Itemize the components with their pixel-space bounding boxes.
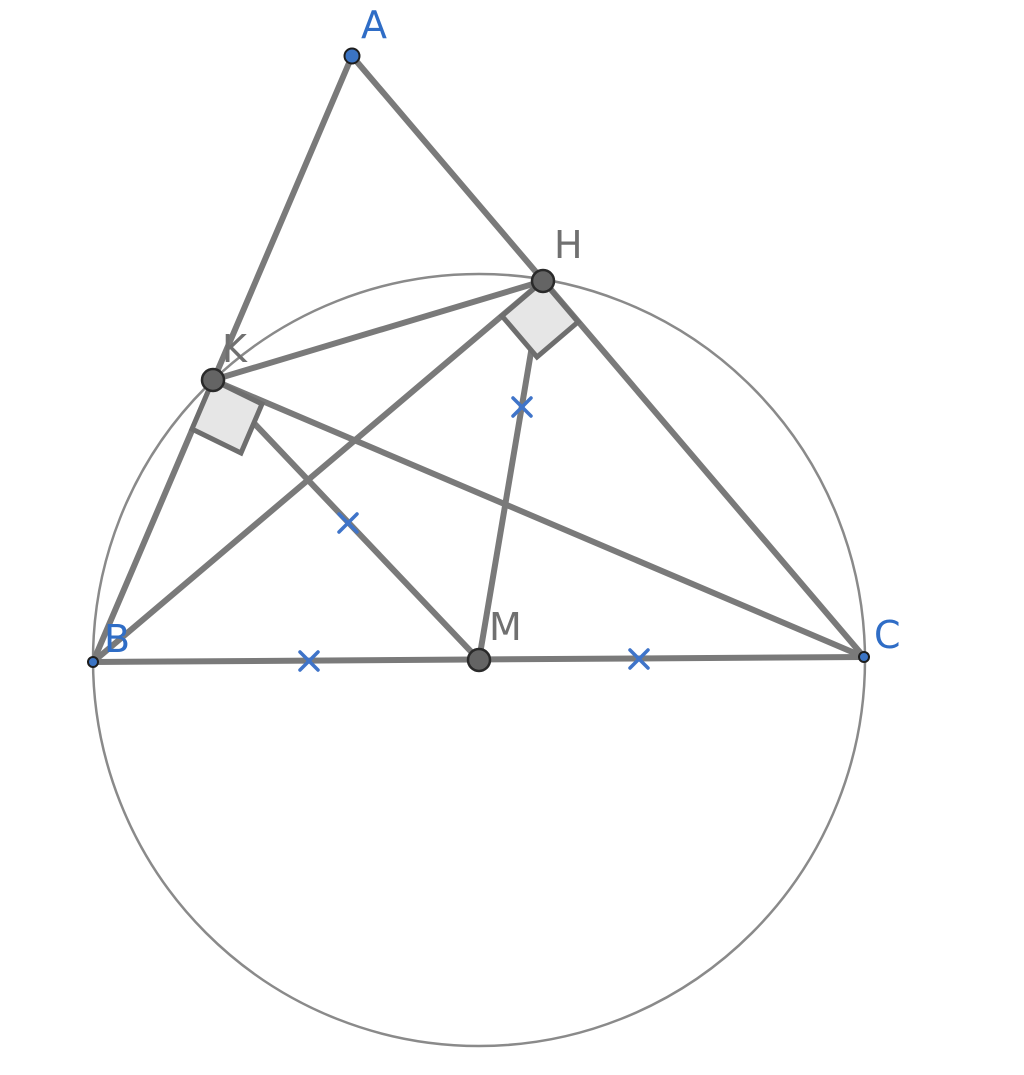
equal-mark-mc — [628, 648, 650, 670]
segment-ab — [90, 53, 355, 665]
label-a: A — [361, 3, 387, 47]
segment-ck — [210, 377, 867, 660]
point-a — [343, 47, 361, 65]
label-h: H — [554, 223, 583, 267]
equal-mark-hm — [511, 396, 533, 418]
label-m: M — [489, 605, 522, 649]
segment-bh — [90, 278, 546, 665]
point-h — [530, 268, 556, 294]
label-k: K — [222, 327, 248, 371]
segment-kh — [210, 278, 546, 383]
equal-mark-bm — [298, 650, 320, 672]
point-b — [87, 656, 99, 668]
right-angle-marker-h — [498, 277, 582, 361]
point-m — [466, 647, 492, 673]
label-b: B — [104, 617, 130, 661]
label-c: C — [874, 613, 901, 657]
equal-mark-km — [337, 512, 359, 534]
segment-ac — [349, 53, 867, 660]
right-angle-marker-k — [188, 376, 266, 457]
point-k — [200, 367, 226, 393]
point-c — [858, 651, 870, 663]
